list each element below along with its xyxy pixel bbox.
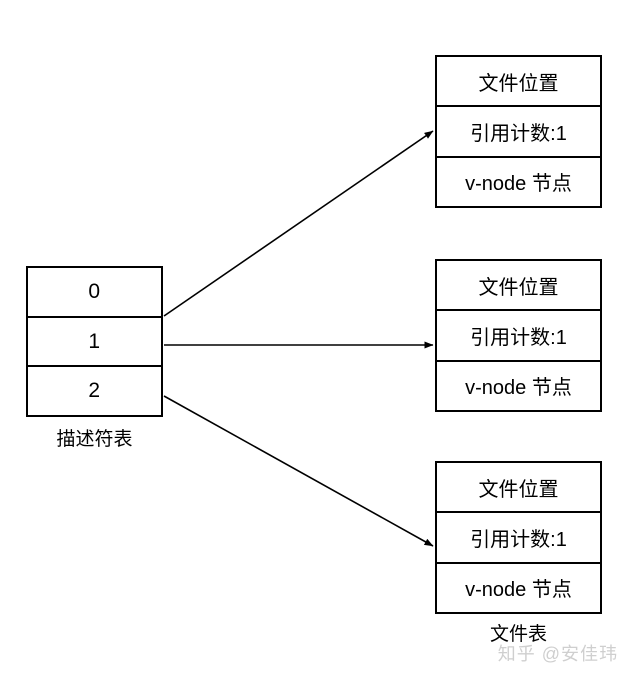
descriptor-table-caption: 描述符表 xyxy=(56,429,133,450)
file-entry-2: 文件位置 引用计数:1 v-node 节点 xyxy=(435,461,602,614)
file-entry-2-position-label: 文件位置 xyxy=(478,478,559,501)
file-entry-2-vnode-row[interactable]: v-node 节点 xyxy=(437,564,600,612)
file-entry-1-position-row[interactable]: 文件位置 xyxy=(437,261,600,312)
watermark: 知乎 @安佳玮 xyxy=(497,644,618,664)
file-entry-2-refcount-label: 引用计数:1 xyxy=(470,528,567,551)
file-entry-1-refcount-row[interactable]: 引用计数:1 xyxy=(437,311,600,362)
file-entry-0: 文件位置 引用计数:1 v-node 节点 xyxy=(435,55,602,208)
descriptor-row-1-label: 1 xyxy=(88,329,101,353)
descriptor-row-0[interactable]: 0 xyxy=(28,268,161,318)
file-entry-0-position-label: 文件位置 xyxy=(478,72,559,95)
file-entry-1-refcount-label: 引用计数:1 xyxy=(470,326,567,349)
descriptor-row-1[interactable]: 1 xyxy=(28,318,161,368)
file-entry-1: 文件位置 引用计数:1 v-node 节点 xyxy=(435,259,602,412)
file-entry-1-position-label: 文件位置 xyxy=(478,276,559,299)
file-entry-2-refcount-row[interactable]: 引用计数:1 xyxy=(437,513,600,564)
connector-arrow-0 xyxy=(163,130,434,317)
file-entry-2-position-row[interactable]: 文件位置 xyxy=(437,463,600,514)
file-table-caption: 文件表 xyxy=(489,624,547,645)
connector-arrow-2 xyxy=(163,395,434,547)
file-entry-1-vnode-row[interactable]: v-node 节点 xyxy=(437,362,600,410)
file-entry-0-position-row[interactable]: 文件位置 xyxy=(437,57,600,108)
descriptor-row-2[interactable]: 2 xyxy=(28,367,161,415)
descriptor-row-2-label: 2 xyxy=(88,379,101,403)
file-entry-0-vnode-label: v-node 节点 xyxy=(465,173,572,196)
file-entry-0-refcount-row[interactable]: 引用计数:1 xyxy=(437,107,600,158)
file-entry-0-refcount-label: 引用计数:1 xyxy=(470,122,567,145)
descriptor-table: 0 1 2 xyxy=(26,266,163,417)
file-entry-1-vnode-label: v-node 节点 xyxy=(465,377,572,400)
file-entry-2-vnode-label: v-node 节点 xyxy=(465,579,572,602)
file-entry-0-vnode-row[interactable]: v-node 节点 xyxy=(437,158,600,206)
descriptor-row-0-label: 0 xyxy=(88,279,101,303)
